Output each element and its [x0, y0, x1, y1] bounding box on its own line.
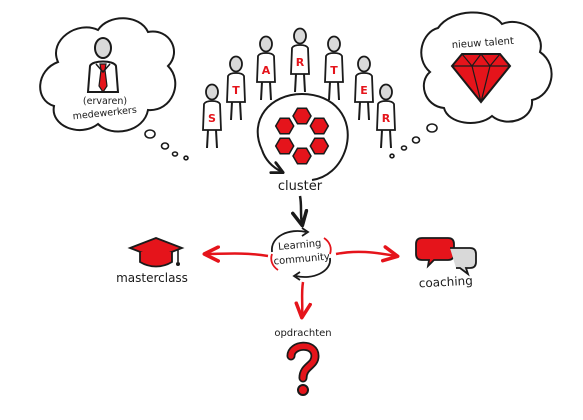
shirt-letter: A: [262, 64, 271, 77]
cluster-node: cluster: [256, 92, 349, 194]
team-member-3: A: [256, 35, 276, 101]
thought-bubbles-right: [389, 123, 438, 159]
diamond-icon: [450, 53, 512, 104]
coaching-node: coaching: [415, 237, 477, 291]
masterclass-label: masterclass: [116, 271, 188, 285]
question-mark-icon: [286, 341, 320, 396]
thought-cloud-right: nieuw talent: [420, 11, 553, 124]
cluster-hexagon: [274, 137, 295, 155]
shirt-letter: E: [360, 84, 368, 97]
team-member-5: T: [324, 35, 344, 101]
talent-label: nieuw talent: [451, 36, 514, 51]
employees-label-line1: (ervaren): [83, 96, 127, 107]
team-member-6: E: [354, 55, 374, 121]
cluster-label: cluster: [278, 179, 323, 194]
community-label-line1: Learning: [278, 238, 322, 253]
cluster-ring-arrow: [261, 149, 285, 175]
cluster-hexagon: [292, 147, 312, 165]
employee-with-tie-icon: [86, 37, 120, 94]
cluster-ring: [256, 92, 349, 181]
arrow-cluster-to-community: [290, 195, 309, 228]
masterclass-node: masterclass: [116, 237, 188, 285]
shirt-letter: S: [208, 112, 216, 125]
arrow-to-opdrachten: [294, 281, 312, 320]
opdrachten-node: opdrachten: [274, 328, 332, 396]
shirt-letter: T: [232, 84, 240, 97]
arrow-to-coaching: [335, 245, 400, 263]
learning-community-node: Learning community: [270, 227, 332, 281]
opdrachten-label: opdrachten: [274, 328, 331, 339]
coaching-label: coaching: [418, 274, 473, 291]
team-member-4: R: [290, 27, 310, 93]
thought-bubbles-left: [144, 129, 189, 161]
speech-bubbles-icon: [415, 237, 477, 277]
cluster-hexagon-icon: [274, 107, 330, 165]
cluster-hexagon: [274, 117, 295, 135]
team-member-2: T: [226, 55, 246, 121]
shirt-letter: R: [296, 56, 305, 69]
cluster-hexagon: [292, 107, 312, 125]
graduation-cap-icon: [127, 237, 185, 268]
team-member-7: R: [376, 83, 396, 149]
team-member-1: S: [202, 83, 222, 149]
cluster-hexagon: [309, 137, 330, 155]
thought-cloud-left: (ervaren) medewerkers: [39, 17, 177, 133]
cluster-hexagon: [309, 117, 330, 135]
team-figures: S T A R T E R: [202, 27, 396, 149]
shirt-letter: R: [382, 112, 391, 125]
arrow-to-masterclass: [202, 245, 269, 263]
cycle-arrows-icon: [270, 227, 332, 281]
shirt-letter: T: [330, 64, 338, 77]
community-label-line2: community: [273, 252, 330, 268]
